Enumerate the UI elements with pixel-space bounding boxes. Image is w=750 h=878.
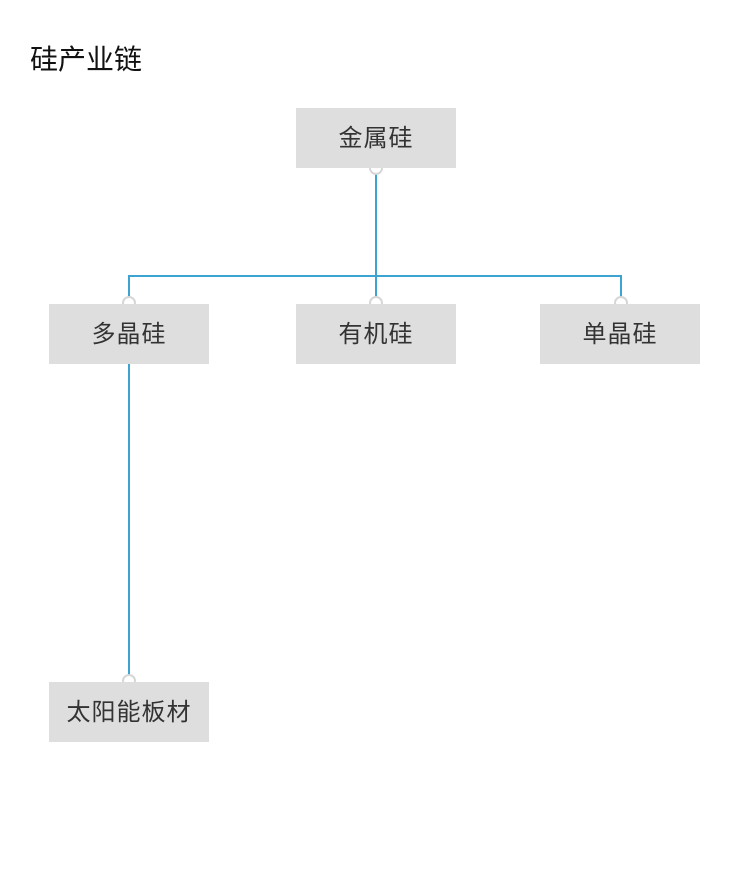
node-solar-panel-material[interactable]: 太阳能板材 bbox=[49, 682, 209, 742]
node-polysilicon[interactable]: 多晶硅 bbox=[49, 304, 209, 364]
diagram-title: 硅产业链 bbox=[30, 43, 143, 76]
node-organosilicon[interactable]: 有机硅 bbox=[296, 304, 456, 364]
node-monocrystalline-silicon[interactable]: 单晶硅 bbox=[540, 304, 700, 364]
node-metal-silicon[interactable]: 金属硅 bbox=[296, 108, 456, 168]
edge-root-to-children bbox=[128, 168, 622, 303]
